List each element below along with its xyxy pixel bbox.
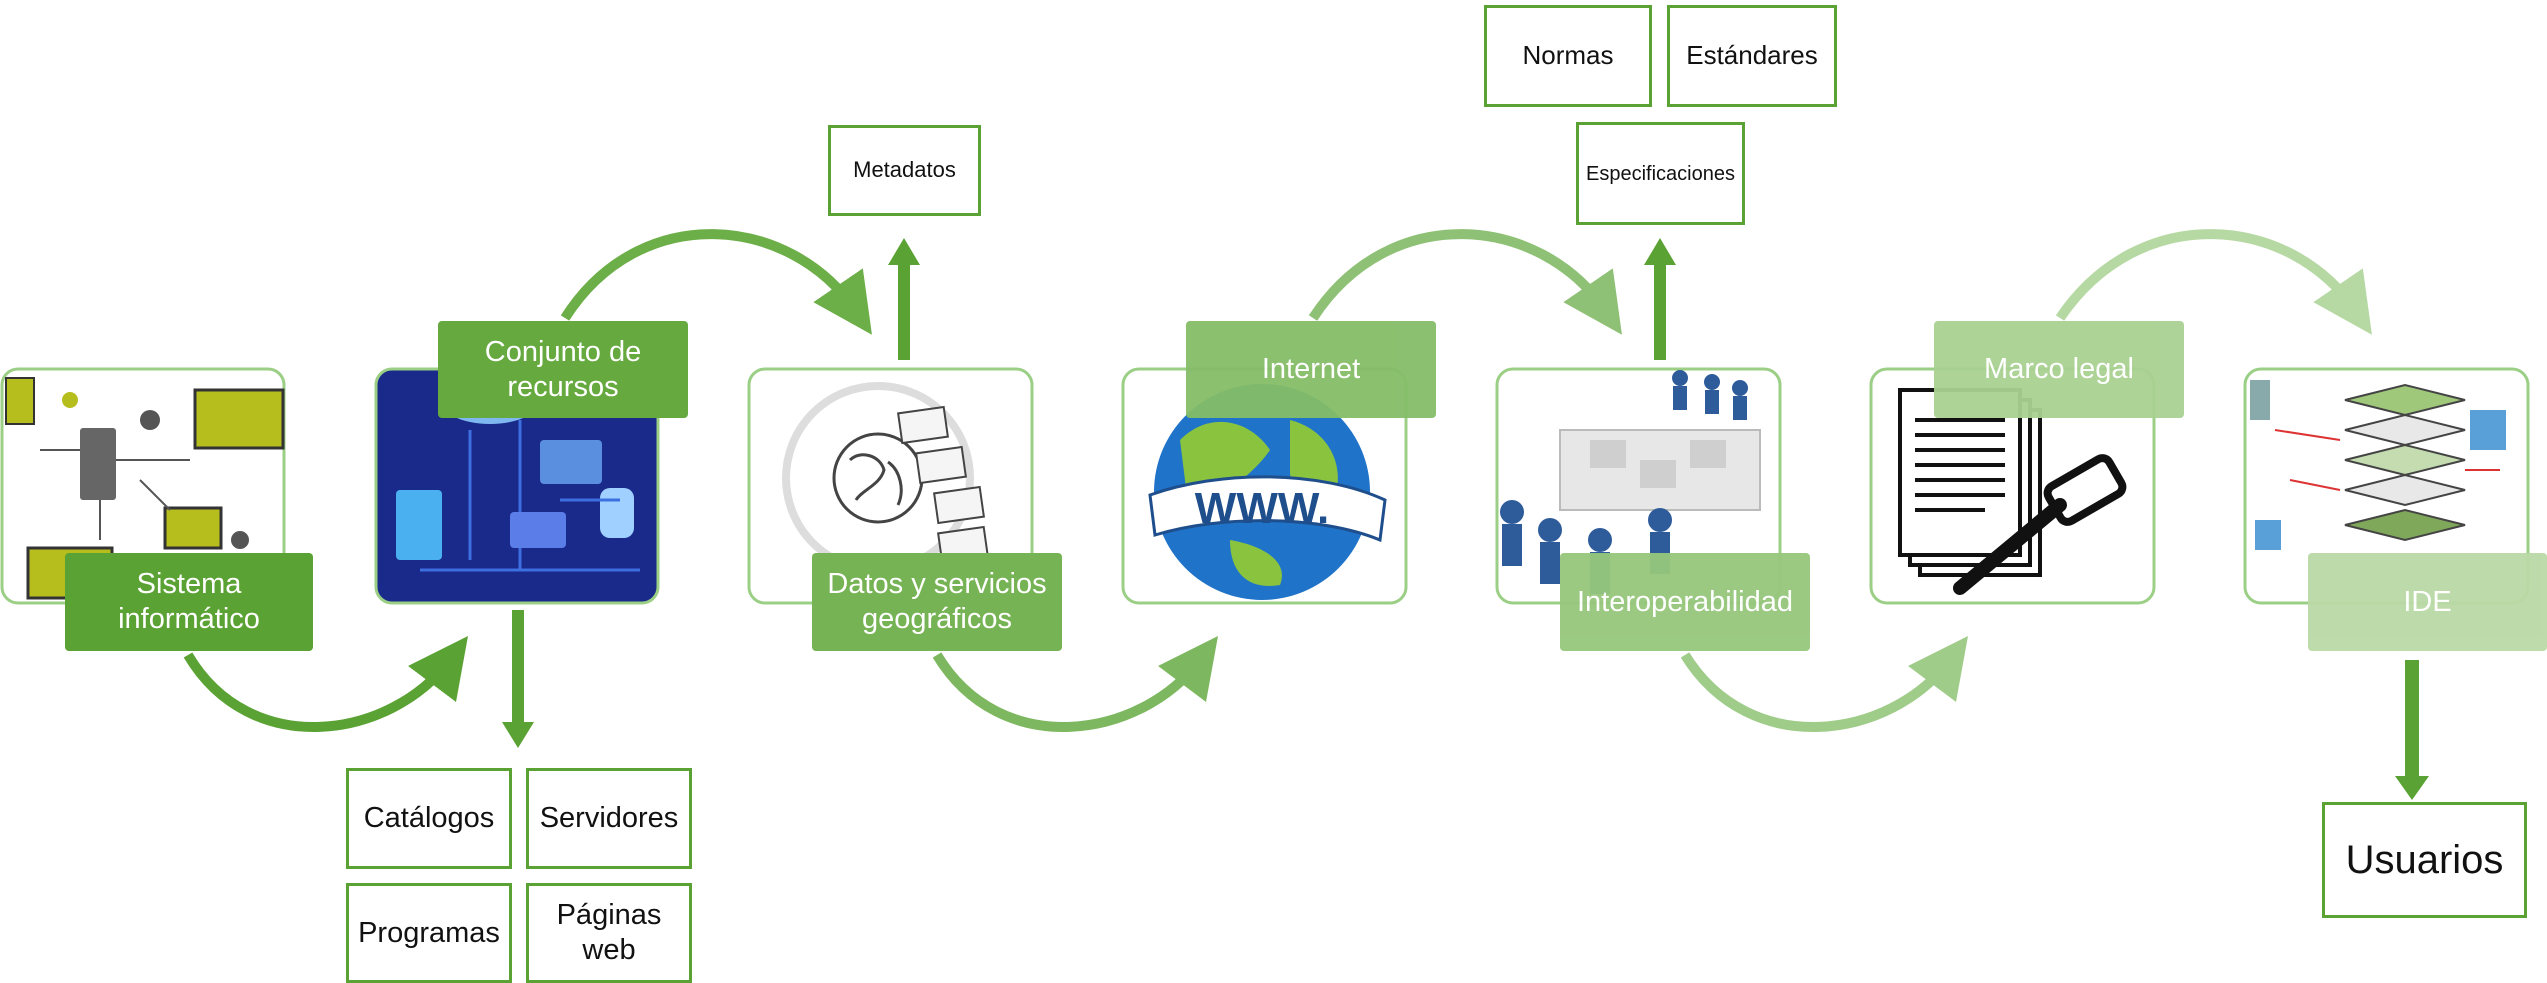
label-ide: IDE: [2308, 553, 2547, 651]
connector-arrow-2: [560, 229, 872, 335]
connector-arrow-6: [2055, 229, 2372, 335]
arrow-down-recursos: [502, 610, 534, 748]
box-programas: Programas: [346, 883, 512, 983]
label-interoperabilidad: Interoperabilidad: [1560, 553, 1810, 651]
label-datos-servicios: Datos y servicios geográficos: [812, 553, 1062, 651]
box-normas: Normas: [1484, 5, 1652, 107]
connector-arrow-5: [1680, 636, 1969, 732]
step-interop-image: [1495, 367, 1782, 605]
label-conjunto-recursos: Conjunto de recursos: [438, 321, 688, 418]
arrow-up-metadatos: [888, 238, 920, 360]
box-servidores: Servidores: [526, 768, 692, 869]
arrow-up-especificaciones: [1644, 238, 1676, 360]
connector-arrow-3: [932, 636, 1219, 732]
label-internet: Internet: [1186, 321, 1436, 418]
box-usuarios: Usuarios: [2322, 802, 2527, 918]
arrow-down-usuarios: [2395, 660, 2429, 800]
label-sistema-informatico: Sistema informático: [65, 553, 313, 651]
box-metadatos: Metadatos: [828, 125, 981, 216]
label-marco-legal: Marco legal: [1934, 321, 2184, 418]
connector-arrow-1: [183, 636, 469, 732]
box-catalogos: Catálogos: [346, 768, 512, 869]
box-especificaciones: Especificaciones: [1576, 122, 1745, 225]
map-layers-icon: [2250, 380, 2506, 550]
box-estandares: Estándares: [1667, 5, 1837, 107]
svg-text:WWW.: WWW.: [1195, 484, 1329, 533]
connector-arrow-4: [1308, 229, 1622, 335]
step-datos-image: [747, 367, 1034, 605]
step-ide-image: [2243, 367, 2530, 605]
box-paginas-web: Páginas web: [526, 883, 692, 983]
step-internet-image: WWW.: [1121, 367, 1408, 605]
www-globe-icon: WWW.: [1148, 384, 1387, 600]
